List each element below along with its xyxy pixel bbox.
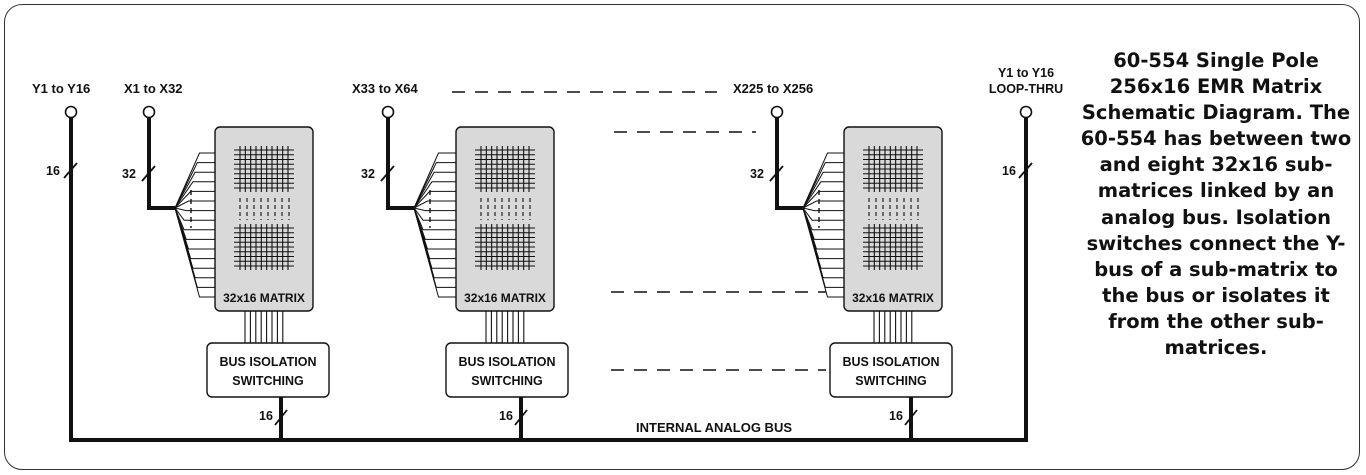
count-bus-drop: 16	[499, 409, 513, 423]
bus-isolation-box	[206, 342, 330, 398]
tick-x-input	[380, 165, 395, 182]
x-fanout-line	[174, 207, 215, 240]
x-fanout-line	[174, 207, 215, 279]
x-fanout-line	[413, 152, 456, 209]
switch-label-2: SWITCHING	[232, 374, 304, 388]
x-fanout-line	[413, 162, 456, 209]
matrix-label: 32x16 MATRIX	[852, 291, 934, 305]
count-x-input: 32	[750, 167, 764, 181]
count-bus-drop: 16	[259, 409, 273, 423]
x-fanout-line	[802, 207, 844, 221]
x-fanout-line	[174, 200, 215, 209]
x-fanout-line	[802, 207, 844, 240]
crosspoint-grid-bottom	[234, 224, 294, 270]
switch-label-1: BUS ISOLATION	[843, 355, 940, 369]
x-fanout-line	[174, 207, 215, 298]
x-fanout-line	[802, 207, 844, 298]
caption-text-bold: The 60-554	[1080, 101, 1351, 151]
caption: 60-554 Single Pole 256x16 EMR Matrix Sch…	[1078, 48, 1354, 361]
matrix-label: 32x16 MATRIX	[223, 291, 305, 305]
label-y-input: Y1 to Y16	[32, 81, 90, 96]
label-x33-x64: X33 to X64	[352, 81, 419, 96]
switch-label-1: BUS ISOLATION	[220, 355, 317, 369]
tick-x-input	[141, 165, 156, 182]
label-loopthru-2: LOOP-THRU	[989, 82, 1063, 96]
count-x-input: 32	[361, 167, 375, 181]
x-fanout-line	[174, 162, 215, 209]
label-x1-x32: X1 to X32	[124, 81, 183, 96]
x-fanout-line	[802, 171, 844, 209]
y-loopthru-terminal	[1019, 105, 1033, 119]
internal-bus-line	[69, 118, 1028, 442]
x-fanout-line	[174, 207, 215, 269]
crosspoint-grid-top	[475, 146, 535, 192]
x-fanout-line	[802, 181, 844, 209]
x-fanout-line	[413, 200, 456, 209]
count-y-input: 16	[46, 164, 60, 178]
y-input-terminal	[64, 105, 78, 119]
count-bus-drop: 16	[889, 409, 903, 423]
x-fanout-line	[802, 152, 844, 209]
x-fanout-line	[802, 162, 844, 209]
x-fanout-line	[174, 171, 215, 209]
bus-isolation-box	[445, 342, 569, 398]
label-x225-x256: X225 to X256	[733, 81, 813, 96]
matrix-label: 32x16 MATRIX	[464, 291, 546, 305]
x-input-terminal	[381, 105, 395, 119]
x-fanout-line	[802, 207, 844, 212]
x-fanout-line	[413, 207, 456, 260]
tick-y-input	[63, 162, 78, 179]
switch-label-1: BUS ISOLATION	[459, 355, 556, 369]
label-internal-bus: INTERNAL ANALOG BUS	[636, 420, 792, 435]
tick-bus-drop	[904, 409, 918, 426]
crosspoint-grid-top	[863, 146, 923, 192]
tick-bus-drop	[274, 409, 288, 426]
switch-label-2: SWITCHING	[471, 374, 543, 388]
x-fanout-line	[413, 207, 456, 279]
x-fanout-line	[413, 207, 456, 212]
x-fanout-line	[174, 152, 215, 209]
x-input-terminal	[770, 105, 784, 119]
x-fanout-line	[802, 207, 844, 279]
diagram-frame	[4, 4, 1360, 470]
count-y-loop: 16	[1002, 164, 1016, 178]
schematic-diagram: Y1 to Y16 X1 to X32 X33 to X64 X225 to X…	[32, 66, 1063, 442]
x-input-lead	[775, 118, 803, 210]
x-input-lead	[147, 118, 175, 210]
label-loopthru-1: Y1 to Y16	[998, 66, 1054, 80]
x-fanout-line	[413, 181, 456, 209]
submatrix-modules: 32 32x16 MATRIX BUS ISOLATION SWITCHING 16 32…	[122, 105, 953, 440]
x-fanout-line	[802, 200, 844, 209]
x-fanout-line	[413, 207, 456, 221]
tick-x-input	[769, 165, 784, 182]
count-x-input: 32	[122, 167, 136, 181]
crosspoint-grid-bottom	[475, 224, 535, 270]
crosspoint-grid-bottom	[863, 224, 923, 270]
tick-bus-drop	[514, 409, 528, 426]
x-input-lead	[386, 118, 414, 210]
switch-label-2: SWITCHING	[855, 374, 927, 388]
crosspoint-grid-top	[234, 146, 294, 192]
tick-y-loop	[1018, 162, 1033, 179]
x-fanout-line	[413, 207, 456, 298]
bus-isolation-box	[829, 342, 953, 398]
x-fanout-line	[174, 207, 215, 212]
x-fanout-line	[174, 207, 215, 221]
x-fanout-line	[413, 171, 456, 209]
x-input-terminal	[142, 105, 156, 119]
x-fanout-line	[174, 181, 215, 209]
caption-text: has between two and eight 32x16 sub-matr…	[1086, 127, 1352, 360]
caption-title: 60-554 Single Pole 256x16 EMR Matrix Sch…	[1081, 49, 1323, 125]
